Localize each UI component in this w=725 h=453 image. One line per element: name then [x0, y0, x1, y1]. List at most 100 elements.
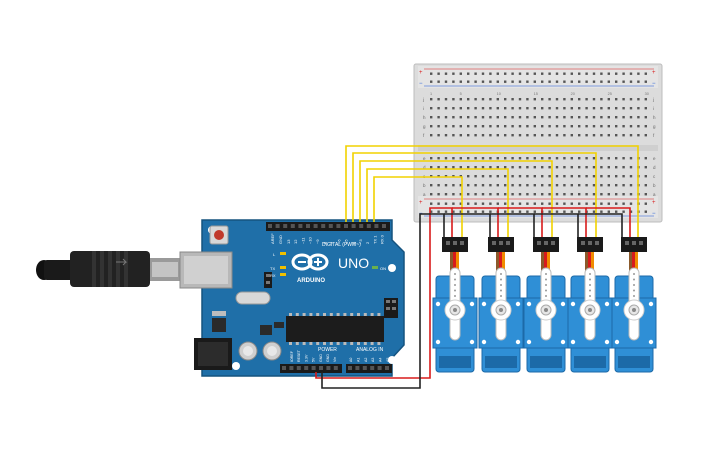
digital-pin-label: ~5	[344, 239, 349, 244]
row-letter: b	[423, 183, 426, 188]
column-number: 20	[571, 92, 575, 96]
digital-pin-label: ~3	[358, 239, 363, 244]
row-letter: f	[423, 133, 425, 138]
power-pin-label: 5V	[312, 357, 316, 362]
column-number: 10	[497, 92, 501, 96]
digital-pin-label: ~6	[336, 239, 341, 244]
rail-plus-label: +	[419, 70, 423, 76]
rail-plus-label: +	[652, 70, 656, 76]
column-number: 1	[430, 92, 432, 96]
power-pin-label: 3.3V	[304, 354, 308, 362]
rail-minus-label: −	[652, 81, 656, 87]
signal-wire	[373, 176, 463, 237]
power-pin-label: GND	[319, 354, 323, 362]
signal-wire	[359, 160, 553, 237]
icsp-header	[264, 272, 272, 288]
yellow-signal-wires[interactable]	[345, 145, 639, 237]
row-letter: j	[652, 97, 654, 102]
digital-header-label: DIGITAL (PWM~)	[322, 242, 361, 248]
power-wire	[586, 207, 631, 237]
aref-label: AREF	[270, 233, 275, 244]
tx-led-label: TX	[270, 266, 275, 271]
brand-label: ARDUINO	[297, 278, 325, 284]
digital-pin-label: ~10	[308, 236, 313, 244]
digital-pin-label: 8	[322, 241, 327, 244]
arduino-logo	[291, 253, 329, 271]
analog-pin-label: A2	[364, 358, 368, 362]
crystal	[235, 291, 271, 305]
digital-pin-label: 12	[293, 239, 298, 244]
digital-pin-label: RX 0	[380, 234, 385, 244]
digital-pin-label: ~11	[300, 237, 305, 244]
analog-header-label: ANALOG IN	[356, 347, 384, 353]
rx-led-label: RX	[270, 273, 276, 278]
rail-minus-label: −	[419, 81, 423, 87]
analog-header[interactable]	[346, 364, 392, 373]
analog-pin-label: A5	[386, 358, 390, 362]
analog-pin-label: A4	[379, 358, 383, 362]
analog-pin-label: A1	[356, 358, 360, 362]
on-led-label: ON	[380, 266, 386, 271]
rail-minus-label: −	[652, 211, 656, 217]
row-letter: d	[653, 165, 656, 170]
row-letter: i	[653, 106, 654, 111]
l-led-label: L	[273, 252, 276, 257]
servo-3[interactable]	[523, 237, 569, 373]
ground-wire	[578, 213, 623, 237]
row-letter: c	[653, 174, 656, 179]
row-letter: g	[423, 124, 426, 129]
column-number: 30	[645, 92, 649, 96]
servo-4[interactable]	[567, 237, 613, 373]
board-name-label: UNO	[338, 255, 369, 271]
rx-led	[280, 273, 286, 276]
row-letter: b	[653, 183, 656, 188]
row-letter: g	[653, 124, 656, 129]
l-led	[280, 252, 286, 255]
digital-pin-label: 4	[351, 241, 356, 244]
row-letter: e	[653, 156, 656, 161]
power-header-label: POWER	[318, 347, 337, 353]
column-number: 5	[460, 92, 462, 96]
row-letter: d	[423, 165, 426, 170]
digital-header[interactable]	[266, 222, 390, 231]
red-power-wires[interactable]	[315, 207, 631, 379]
atmega-chip	[286, 313, 384, 345]
voltage-regulator	[212, 318, 226, 332]
row-letter: a	[423, 192, 426, 197]
row-letter: i	[423, 106, 424, 111]
row-letter: j	[422, 97, 424, 102]
on-led	[372, 266, 378, 269]
digital-pin-label: 7	[329, 241, 334, 244]
power-pin-label: Vin	[333, 357, 337, 362]
servo-2[interactable]	[478, 237, 524, 373]
row-letter: f	[653, 133, 655, 138]
signal-wire	[366, 168, 509, 237]
power-header[interactable]	[280, 364, 342, 373]
ground-wire	[321, 213, 445, 389]
tx-led	[280, 266, 286, 269]
power-pin-label: GND	[326, 354, 330, 362]
digital-pin-label: ~9	[315, 239, 320, 244]
power-pin-label: IOREF	[290, 350, 294, 362]
row-letter: a	[653, 192, 656, 197]
digital-pin-label: 2	[365, 241, 370, 244]
rail-plus-label: +	[652, 200, 656, 206]
black-ground-wires[interactable]	[321, 213, 623, 389]
servo-1[interactable]	[432, 237, 478, 373]
signal-wire	[352, 152, 597, 237]
row-letter: h	[423, 115, 426, 120]
power-wire	[315, 207, 453, 379]
signal-wire	[345, 145, 639, 237]
rail-plus-label: +	[419, 200, 423, 206]
gnd-label: GND	[278, 235, 283, 244]
servo-5[interactable]	[611, 237, 657, 373]
usb-cable[interactable]	[36, 251, 180, 287]
row-letter: e	[423, 156, 426, 161]
icsp-header	[384, 298, 398, 318]
digital-pin-label: TX 1	[372, 235, 377, 244]
row-letter: h	[653, 115, 656, 120]
column-number: 25	[608, 92, 612, 96]
